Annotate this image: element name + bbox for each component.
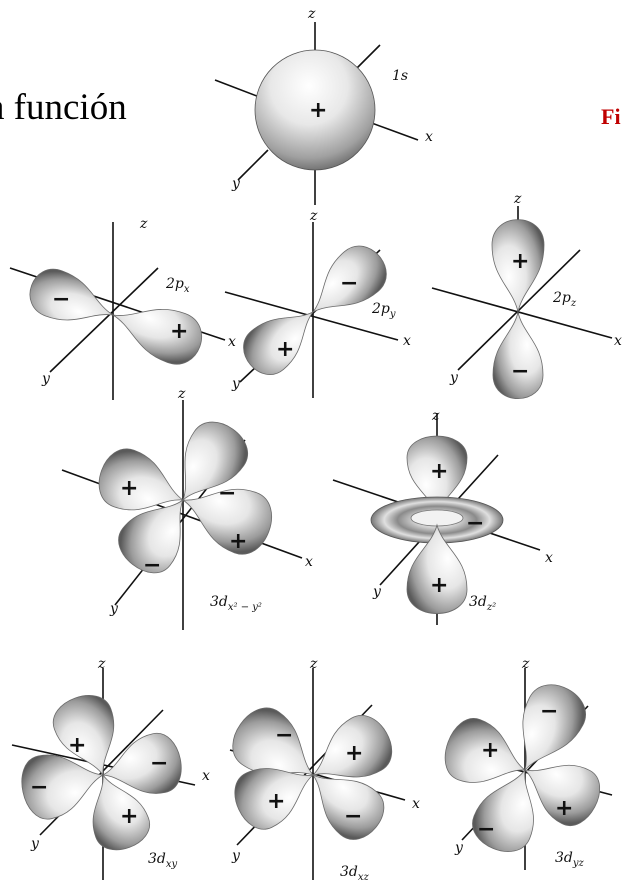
orbital-label-3dyz: 3dyz [555,850,585,869]
y-label: y [449,370,459,386]
orbital-2pz: + − z x y 2pz [432,191,622,399]
plus-sign: + [481,738,499,763]
minus-sign: − [150,751,168,776]
plus-sign: + [430,573,448,598]
minus-sign: − [477,817,495,842]
minus-sign: − [218,481,236,506]
orbital-1s: + z x y 1s [215,6,433,205]
plus-sign: + [345,741,363,766]
z-label: z [309,656,318,672]
plus-sign: + [267,789,285,814]
minus-sign: − [143,553,161,578]
z-label: z [513,191,522,207]
x-label: x [403,333,411,349]
x-label: x [305,554,313,570]
minus-sign: − [540,699,558,724]
z-label: z [521,656,530,672]
plus-sign: + [120,804,138,829]
plus-sign: + [120,476,138,501]
y-label: y [454,840,464,856]
plus-sign: + [68,733,86,758]
orbital-3dz2: + − + z x y 3dz² [333,408,553,625]
y-label: y [372,584,382,600]
x-label: x [202,768,210,784]
y-axis [238,150,268,180]
orbital-label-3dxy: 3dxy [148,851,178,870]
z-label: z [307,6,316,22]
z-label: z [431,408,440,424]
y-label: y [30,836,40,852]
plus-sign: + [511,249,529,274]
z-label: z [309,208,318,224]
x-label: x [412,796,420,812]
orbital-label-3dz2: 3dz² [469,594,496,613]
z-label: z [97,656,106,672]
orbital-label-3dx2y2: 3dx² − y² [210,594,262,613]
minus-sign: − [340,271,358,296]
minus-sign: − [52,287,70,312]
orbital-label-3dxz: 3dxz [340,864,370,880]
orbital-3dx2y2: + − + − z x y 3dx² − y² [62,386,313,630]
orbital-label-2pz: 2pz [552,290,577,309]
minus-sign: − [30,775,48,800]
x-label: x [545,550,553,566]
orbital-2px: − + z x y 2px [10,216,236,400]
minus-sign: − [275,723,293,748]
x-label: x [228,334,236,350]
z-label: z [177,386,186,402]
orbital-3dxz: − + + − z x y 3dxz [222,656,420,880]
z-label: z [139,216,148,232]
y-label: y [231,376,241,392]
orbital-2py: − + z x y 2py [225,208,411,398]
x-label: x [425,129,433,145]
y-label: y [231,176,241,192]
plus-sign: + [555,796,573,821]
minus-sign: − [466,511,484,536]
y-axis [355,45,380,70]
orbital-label-2py: 2py [371,301,396,320]
orbital-3dyz: − + + − z y 3dyz [437,656,612,870]
plus-sign: + [170,319,188,344]
minus-sign: − [511,359,529,384]
plus-sign: + [229,529,247,554]
plus-lobe [104,291,209,371]
y-label: y [41,371,51,387]
orbital-label-1s: 1s [392,68,408,84]
x-axis [215,80,262,98]
minus-sign: − [344,804,362,829]
plus-sign: + [309,98,327,123]
orbital-label-2px: 2px [165,276,190,295]
plus-sign: + [430,459,448,484]
plus-sign: + [276,337,294,362]
y-label: y [231,848,241,864]
minus-lobe [493,312,543,399]
x-label: x [614,333,622,349]
y-label: y [109,601,119,617]
